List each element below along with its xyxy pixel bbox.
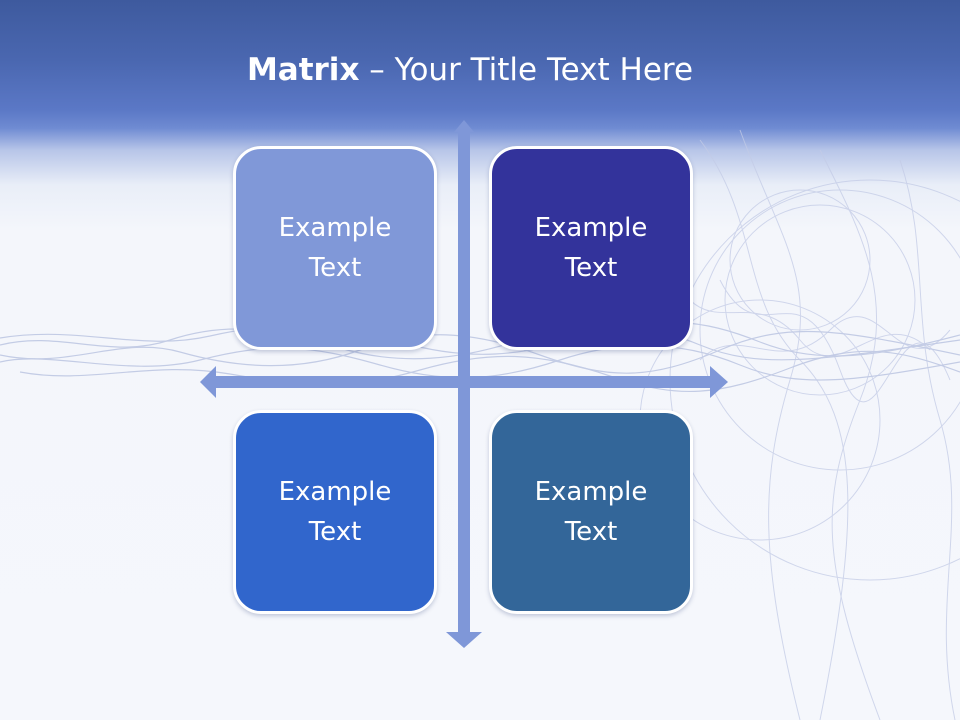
title-emphasis: Matrix	[246, 52, 360, 88]
matrix-cell-bottom-left: Example Text	[233, 410, 437, 614]
matrix-cell-top-right: Example Text	[489, 146, 693, 350]
matrix-cell-label: Example Text	[278, 213, 392, 283]
matrix-cell-top-left: Example Text	[233, 146, 437, 350]
title-text: – Your Title Text Here	[359, 52, 694, 88]
matrix-cell-label: Example Text	[534, 477, 648, 547]
matrix-cell-bottom-right: Example Text	[489, 410, 693, 614]
horizontal-axis-arrow	[200, 366, 728, 398]
matrix-cell-label: Example Text	[278, 477, 392, 547]
matrix-cell-label: Example Text	[534, 213, 648, 283]
slide-title: Matrix – Your Title Text Here	[0, 48, 940, 92]
